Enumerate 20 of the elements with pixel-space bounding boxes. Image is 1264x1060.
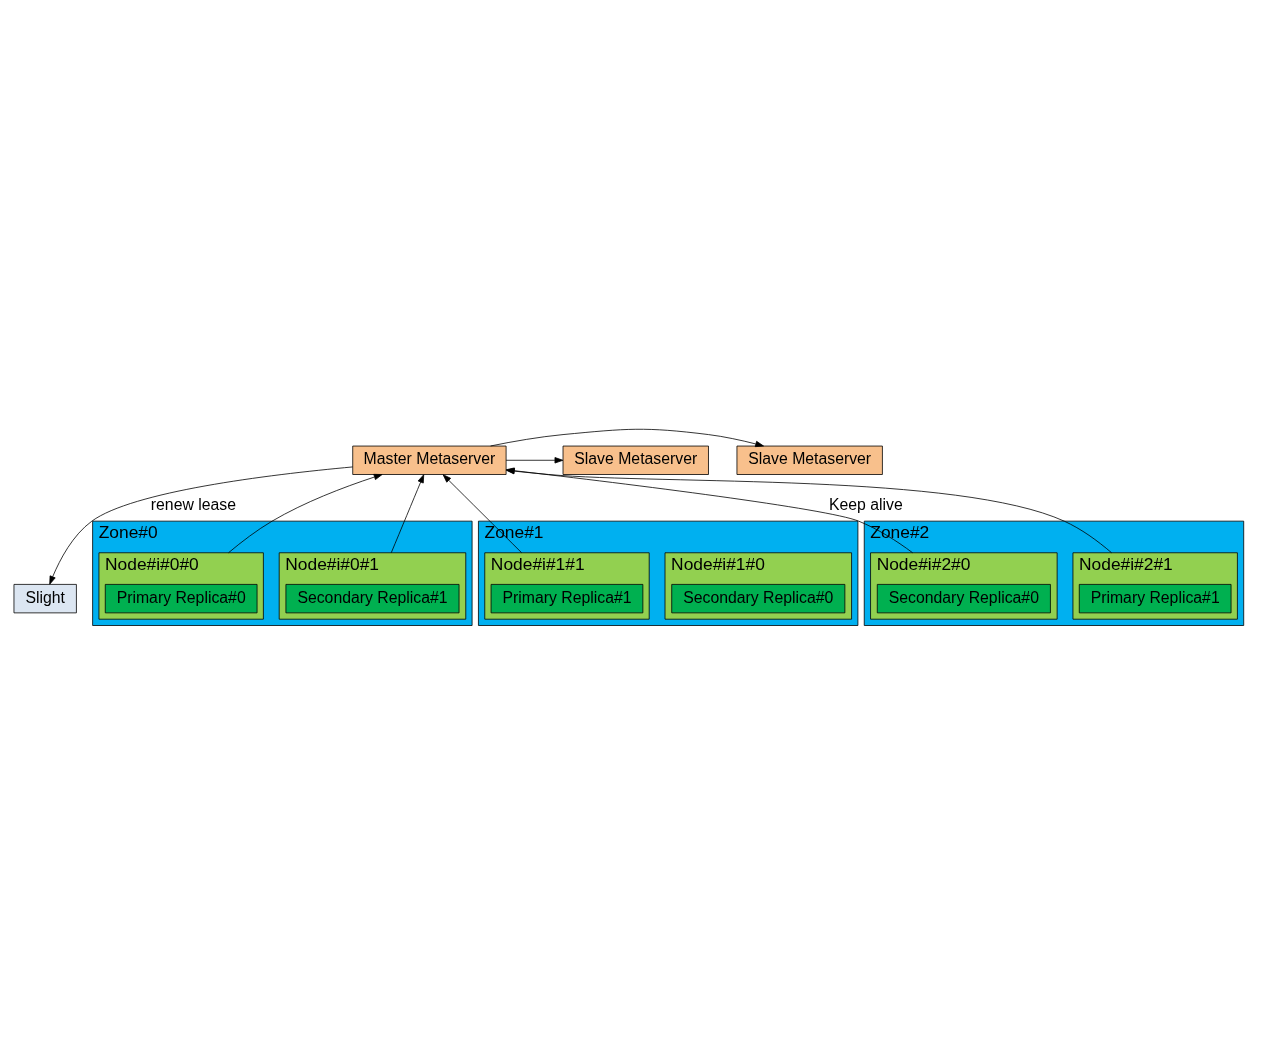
arrow xyxy=(505,467,914,553)
node-box: Secondary Replica#0 xyxy=(671,583,846,613)
arrow xyxy=(505,456,564,463)
node-box: Primary Replica#0 xyxy=(104,583,258,613)
arrow xyxy=(506,467,1112,553)
node-box: Primary Replica#1 xyxy=(1078,583,1232,613)
arrow xyxy=(442,473,523,553)
node-box: Secondary Replica#1 xyxy=(285,583,460,613)
node-box: Slave Metaserver xyxy=(736,445,883,475)
edge-label: Keep alive xyxy=(828,495,903,513)
node-box: Slight xyxy=(13,583,77,613)
arrow xyxy=(390,473,425,553)
node-box: Master Metaserver xyxy=(352,445,507,475)
edge-label: renew lease xyxy=(150,495,237,513)
arrow xyxy=(490,428,764,447)
node-box: Primary Replica#1 xyxy=(490,583,644,613)
node-box: Secondary Replica#0 xyxy=(876,583,1051,613)
node-box: Slave Metaserver xyxy=(562,445,709,475)
arrow xyxy=(49,466,354,585)
arrow xyxy=(228,473,383,553)
